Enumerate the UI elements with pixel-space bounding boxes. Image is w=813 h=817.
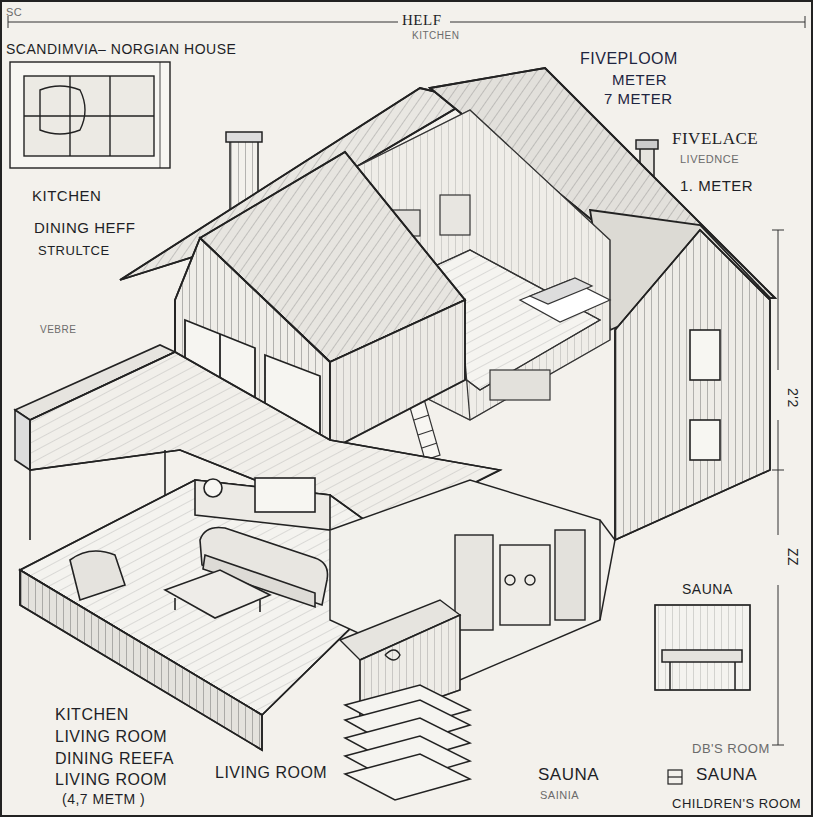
room-label: SAUNA [696, 766, 757, 785]
room-label: DINING HEFF [34, 220, 135, 237]
front-stairs [345, 685, 470, 800]
floor-plan-inset [10, 62, 170, 168]
dimension-label: HELF [402, 12, 442, 29]
drawing-title: SCANDIMVIA– NORGIAN HOUSE [6, 42, 236, 57]
note: VEBRE [40, 324, 76, 335]
room-label: CHILDREN'S ROOM [672, 797, 801, 811]
room-label: KITCHEN [55, 706, 129, 724]
sauna-inset [655, 605, 750, 690]
dimension-label: 7 METER [604, 91, 673, 108]
room-label: SAUNA [682, 582, 733, 597]
note: STRULTCE [38, 244, 110, 258]
room-label: KITCHEN [32, 188, 101, 205]
room-label: SAUNA [538, 766, 599, 785]
dimension-label: ZZ [785, 548, 800, 566]
dimension-label: 2'2 [785, 388, 800, 408]
room-label: FIVELACE [672, 130, 758, 149]
corner-note: SC [6, 6, 22, 18]
room-label: LIVING ROOM [215, 764, 327, 782]
room-label: SAINIA [540, 789, 579, 801]
right-wall [615, 230, 770, 540]
room-label: DINING REEFA [55, 750, 174, 768]
dimension-label: (4,7 METM ) [62, 792, 145, 807]
room-label: LIVING ROOM [55, 728, 167, 746]
dimension-label: 1. METER [680, 178, 753, 195]
room-label: DB'S ROOM [692, 742, 770, 756]
note: LIVEDNCE [680, 153, 739, 165]
dimension-label: METER [612, 72, 667, 89]
room-label: LIVING ROOM [55, 771, 167, 789]
room-label: KITCHEN [412, 30, 459, 41]
door-icon [668, 770, 682, 784]
room-label: FIVEPLOOM [580, 50, 678, 68]
kitchen [330, 480, 615, 725]
